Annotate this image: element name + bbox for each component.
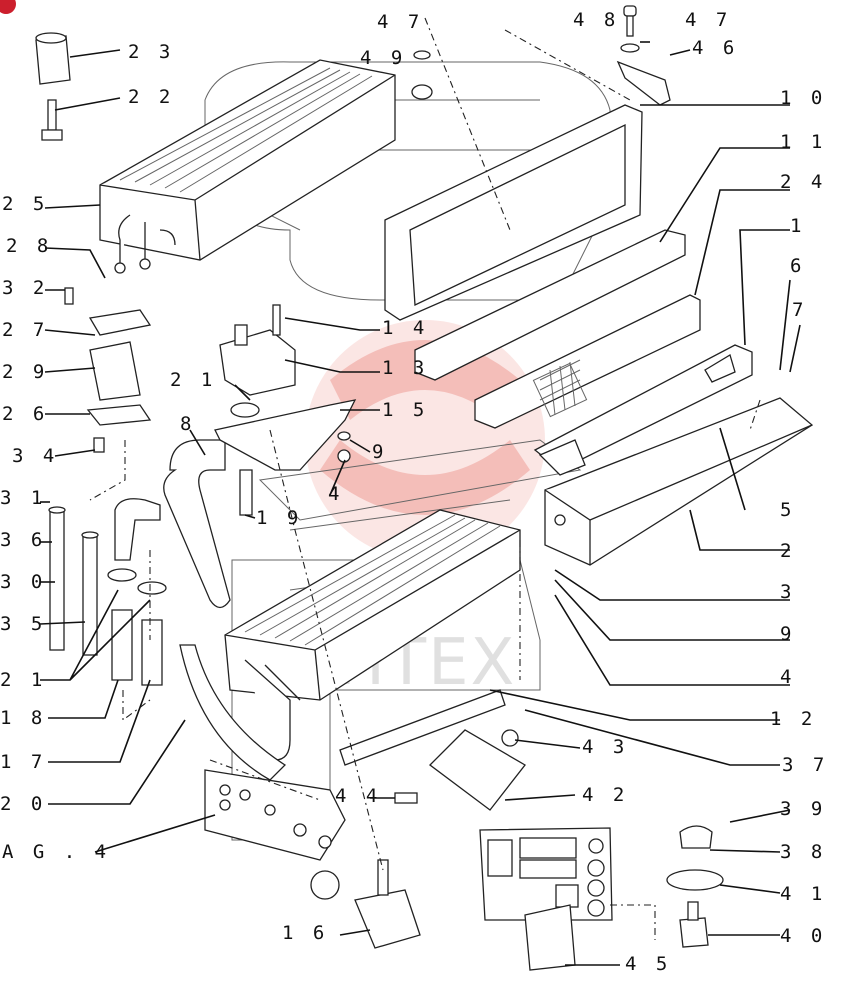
label-16: 1 6 — [282, 922, 328, 944]
label-43: 4 3 — [582, 736, 628, 758]
label-30: 3 0 — [0, 571, 46, 593]
clamps-and-fittings — [107, 568, 167, 686]
tubes — [48, 506, 99, 656]
label-32: 3 2 — [2, 277, 48, 299]
control-panel — [479, 825, 724, 971]
label-37: 3 7 — [782, 754, 828, 776]
label-47a: 4 7 — [377, 11, 423, 33]
small-hardware — [35, 5, 671, 141]
label-26: 2 6 — [2, 403, 48, 425]
label-4a: 4 — [328, 483, 343, 505]
label-12: 1 2 — [770, 708, 816, 730]
assembly-lines — [89, 17, 761, 940]
label-27: 2 7 — [2, 319, 48, 341]
label-24: 2 4 — [780, 171, 826, 193]
label-28: 2 8 — [6, 235, 52, 257]
label-40: 4 0 — [780, 925, 826, 947]
bar-37 — [339, 689, 506, 766]
callout-labels: 2 3 2 2 2 5 2 8 3 2 2 7 2 9 2 6 3 4 3 1 … — [0, 9, 828, 975]
label-36: 3 6 — [0, 529, 46, 551]
upper-heater-core — [99, 59, 396, 274]
filter-mesh — [532, 359, 588, 418]
switch-16 — [310, 859, 421, 949]
label-34: 3 4 — [12, 445, 58, 467]
label-29: 2 9 — [2, 361, 48, 383]
label-22: 2 2 — [128, 86, 174, 108]
label-48: 4 8 — [573, 9, 619, 31]
label-39: 3 9 — [780, 798, 826, 820]
label-21b: 2 1 — [170, 369, 216, 391]
label-10: 1 0 — [780, 87, 826, 109]
label-2: 2 — [780, 540, 795, 562]
panel-1-clip — [538, 439, 586, 476]
box-42 — [394, 729, 526, 811]
label-18: 1 8 — [0, 707, 46, 729]
corner-badge — [0, 0, 16, 14]
label-45: 4 5 — [625, 953, 671, 975]
label-25: 2 5 — [2, 193, 48, 215]
label-19: 1 9 — [256, 507, 302, 529]
label-5: 5 — [780, 499, 795, 521]
label-17: 1 7 — [0, 751, 46, 773]
label-3: 3 — [780, 581, 795, 603]
label-13: 1 3 — [382, 357, 428, 379]
left-brackets — [64, 287, 152, 453]
panel-1-tab — [704, 354, 736, 383]
label-6: 6 — [790, 255, 805, 277]
valve-assembly — [214, 304, 357, 471]
duct-2 — [544, 397, 814, 566]
label-1: 1 — [790, 215, 805, 237]
leader-lines — [39, 41, 801, 966]
label-38: 3 8 — [780, 841, 826, 863]
label-14: 1 4 — [382, 317, 428, 339]
label-8: 8 — [180, 413, 195, 435]
label-23: 2 3 — [128, 41, 174, 63]
filter-frame — [384, 104, 643, 321]
label-42: 4 2 — [582, 784, 628, 806]
panel-24 — [474, 294, 701, 429]
hoses — [114, 439, 287, 781]
label-9a: 9 — [372, 441, 387, 463]
label-46: 4 6 — [692, 37, 738, 59]
label-9b: 9 — [780, 623, 795, 645]
label-11: 1 1 — [780, 131, 826, 153]
bracket-holes — [219, 784, 332, 849]
label-ag4: A G . 4 — [2, 841, 110, 863]
label-47b: 4 7 — [685, 9, 731, 31]
label-44: 4 4 — [335, 785, 381, 807]
label-41: 4 1 — [780, 883, 826, 905]
label-21a: 2 1 — [0, 669, 46, 691]
label-15: 1 5 — [382, 399, 428, 421]
label-49: 4 9 — [360, 47, 406, 69]
label-35: 3 5 — [0, 613, 46, 635]
label-20: 2 0 — [0, 793, 46, 815]
panel-11 — [414, 229, 686, 381]
label-31: 3 1 — [0, 487, 46, 509]
label-7: 7 — [792, 299, 807, 321]
label-4b: 4 — [780, 666, 795, 688]
